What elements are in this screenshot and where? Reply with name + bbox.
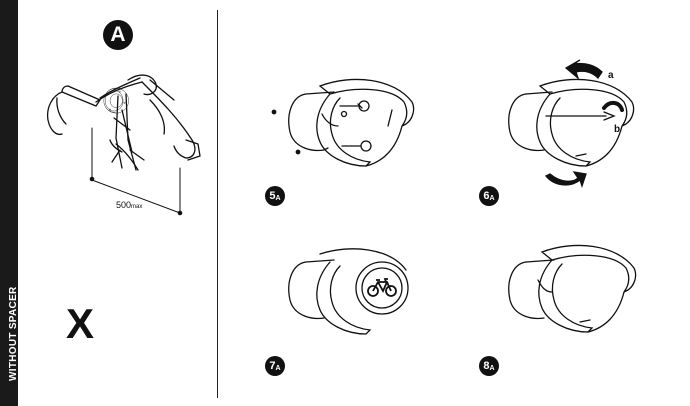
variant-badge: A bbox=[103, 20, 133, 50]
side-label: WITHOUT SPACER bbox=[8, 286, 19, 381]
side-band: WITHOUT SPACER bbox=[0, 0, 19, 406]
no-spacer-mark: X bbox=[66, 300, 95, 347]
bicycle-icon bbox=[367, 278, 397, 297]
step-badge-7a: 7A bbox=[265, 356, 285, 376]
wall-mount-hook-illustration bbox=[508, 244, 637, 333]
step-badge-5a: 5A bbox=[265, 186, 285, 206]
handlebar-width-label: 500max bbox=[116, 200, 143, 210]
rotation-label-b: b bbox=[614, 124, 621, 135]
spacer-ring-illustration bbox=[103, 87, 129, 114]
step-badge-6a: 6A bbox=[479, 186, 499, 206]
handlebar-illustration bbox=[46, 74, 201, 216]
step-badge-8a: 8A bbox=[479, 356, 499, 376]
wall-mount-hook-illustration bbox=[288, 248, 409, 335]
wall-mount-hook-illustration bbox=[508, 59, 635, 189]
wall-mount-hook-illustration bbox=[271, 78, 415, 167]
section-divider bbox=[217, 10, 219, 398]
rotation-label-a: a bbox=[608, 70, 614, 81]
